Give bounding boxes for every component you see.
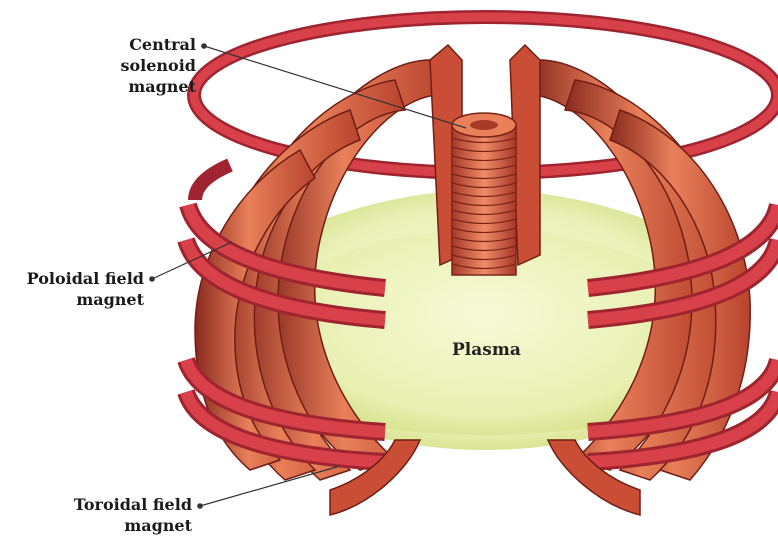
central-solenoid-label: Central solenoid magnet	[96, 34, 196, 97]
toroidal-leader	[200, 466, 340, 506]
central-solenoid	[452, 113, 516, 275]
central-solenoid-label-line-1: Central	[96, 34, 196, 55]
poloidal-field-label-line-2: magnet	[4, 289, 144, 310]
poloidal-field-label: Poloidal field magnet	[4, 268, 144, 310]
central-solenoid-leader-dot	[202, 44, 206, 48]
toroidal-field-label: Toroidal field magnet	[48, 494, 192, 536]
toroidal-field-label-line-1: Toroidal field	[48, 494, 192, 515]
central-solenoid-label-line-2: solenoid	[96, 55, 196, 76]
poloidal-leader-dot	[150, 277, 154, 281]
central-solenoid-label-line-3: magnet	[96, 76, 196, 97]
plasma-label: Plasma	[452, 340, 521, 360]
toroidal-field-label-line-2: magnet	[48, 515, 192, 536]
toroidal-leader-dot	[198, 504, 202, 508]
poloidal-field-label-line-1: Poloidal field	[4, 268, 144, 289]
